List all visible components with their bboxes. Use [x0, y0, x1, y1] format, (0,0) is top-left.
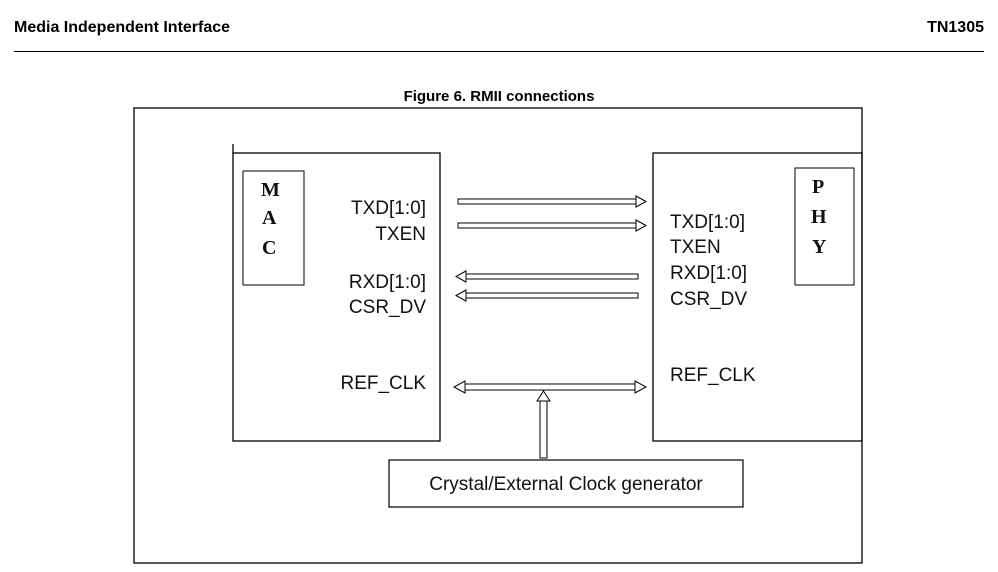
section-title: Media Independent Interface: [14, 19, 231, 36]
mac-signal-clk: REF_CLK: [340, 373, 426, 394]
mac-box: [232, 152, 441, 442]
mac-signal-crs: CSR_DV: [349, 297, 426, 318]
phy-signal-txd: TXD[1:0]: [670, 212, 745, 233]
txen-arrow: [457, 219, 648, 232]
ref-clk-arrow: [452, 380, 648, 394]
mac-label-box: [242, 170, 305, 286]
phy-signal-crs: CSR_DV: [670, 289, 747, 310]
clock-generator-label: Crystal/External Clock generator: [429, 474, 703, 495]
clock-generator-box: [388, 459, 744, 508]
phy-box: [652, 152, 863, 442]
phy-letter-h: H: [811, 206, 827, 228]
document-id: TN1305: [927, 19, 984, 36]
phy-letter-p: P: [812, 176, 824, 198]
mac-signal-txen: TXEN: [375, 224, 426, 245]
phy-label-box: [794, 167, 855, 286]
figure-title: Figure 6. RMII connections: [403, 88, 595, 105]
phy-letter-y: Y: [812, 236, 827, 258]
phy-signal-clk: REF_CLK: [670, 365, 756, 386]
mac-block: M A C TXD[1:0] TXEN RXD[1:0] CSR_DV REF_…: [232, 144, 441, 442]
phy-signal-txen: TXEN: [670, 237, 721, 258]
mac-letter-m: M: [261, 179, 280, 201]
rxd-arrow: [454, 270, 639, 283]
mac-signal-rxd: RXD[1:0]: [349, 272, 426, 293]
phy-block: P H Y TXD[1:0] TXEN RXD[1:0] CSR_DV REF_…: [652, 152, 863, 442]
mac-letter-a: A: [262, 207, 277, 229]
mac-letter-c: C: [262, 237, 276, 259]
header-rule: [14, 51, 984, 52]
mac-signal-txd: TXD[1:0]: [351, 198, 426, 219]
clock-feed-arrow: [536, 390, 551, 459]
clock-generator: Crystal/External Clock generator: [388, 459, 744, 508]
txd-arrow: [457, 195, 648, 208]
phy-signal-rxd: RXD[1:0]: [670, 263, 747, 284]
crs-arrow: [454, 289, 639, 302]
